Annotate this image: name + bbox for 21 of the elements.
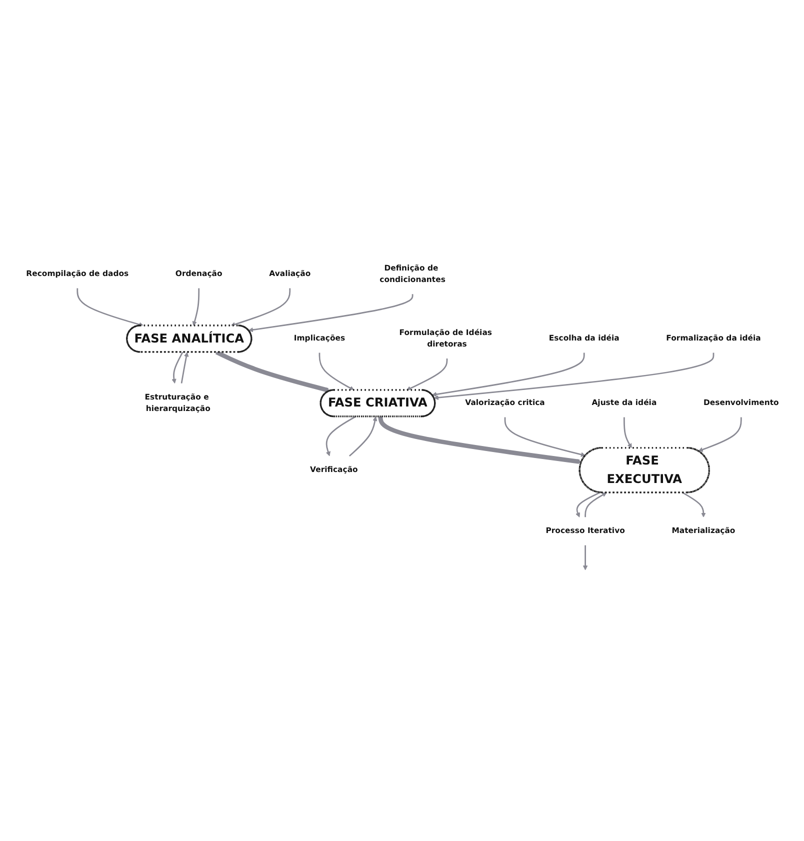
arrow	[433, 352, 714, 400]
arrow	[584, 492, 606, 518]
arrow	[682, 492, 706, 518]
arrow	[325, 416, 356, 456]
arrow	[575, 492, 600, 518]
arrow	[180, 352, 188, 384]
arrow	[248, 294, 413, 332]
arrow	[318, 352, 354, 390]
arrow	[623, 417, 632, 448]
arrow	[698, 417, 742, 452]
arrow	[214, 350, 330, 392]
arrow	[378, 416, 582, 464]
arrow	[192, 288, 200, 326]
arrow	[76, 288, 144, 327]
arrow	[582, 545, 588, 570]
arrow	[171, 352, 183, 384]
arrow	[348, 416, 377, 457]
arrow	[406, 358, 448, 391]
arrow	[230, 288, 290, 327]
arrow	[504, 417, 586, 457]
arrow	[431, 352, 584, 397]
